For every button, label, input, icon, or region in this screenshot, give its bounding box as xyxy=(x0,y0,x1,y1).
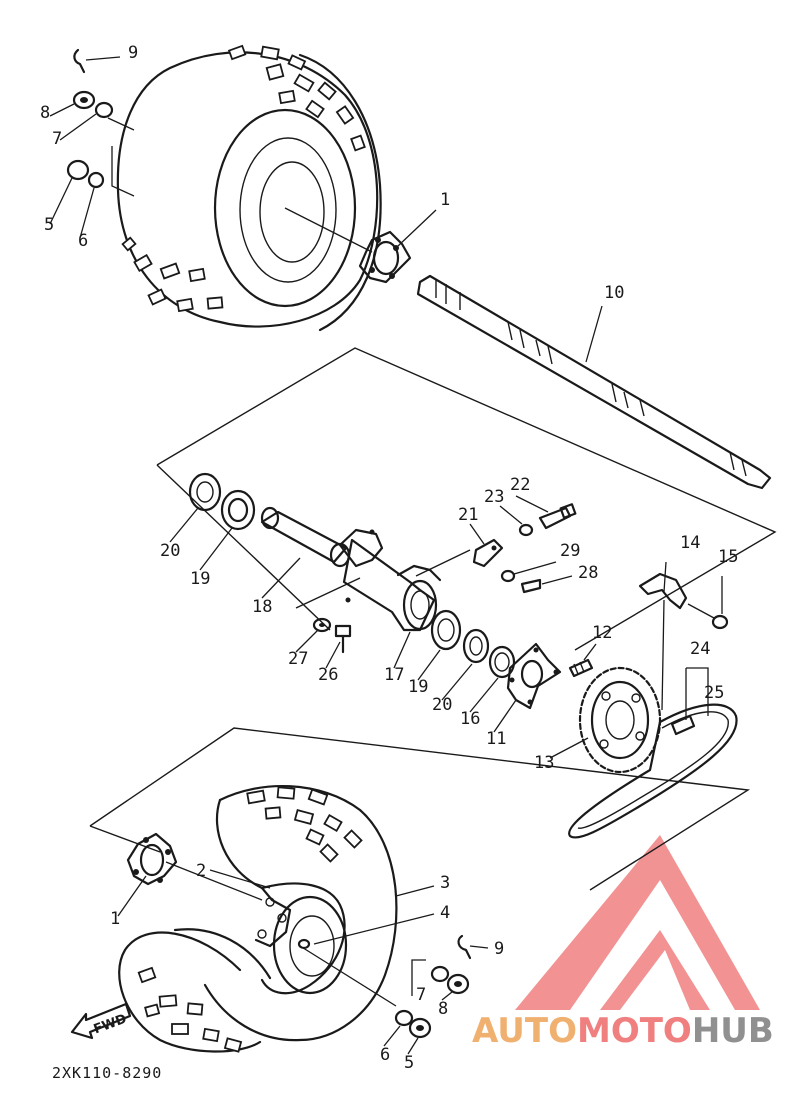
chain-guide xyxy=(638,561,729,711)
callout-c25: 25 xyxy=(704,683,724,703)
callout-c5b: 5 xyxy=(404,1053,414,1073)
rear-axle xyxy=(416,274,772,490)
watermark-moto: MOTO xyxy=(577,1011,692,1051)
callout-c9a: 9 xyxy=(128,43,138,63)
spacer-tube xyxy=(260,506,351,599)
callout-c24: 24 xyxy=(690,639,710,659)
callout-c10: 10 xyxy=(604,283,624,303)
watermark-logo-icon xyxy=(515,835,760,1010)
brake-bracket-hardware xyxy=(469,495,577,594)
callout-c3: 3 xyxy=(440,873,450,893)
callout-c19b: 19 xyxy=(408,677,428,697)
callout-c29: 29 xyxy=(560,541,580,561)
callout-c26: 26 xyxy=(318,665,338,685)
callout-c15: 15 xyxy=(718,547,738,567)
callout-c6a: 6 xyxy=(78,231,88,251)
seal-and-bearing-left xyxy=(169,472,256,571)
hub-upper xyxy=(284,207,437,284)
callout-c21: 21 xyxy=(458,505,478,525)
callout-c9b: 9 xyxy=(494,939,504,959)
callout-c1b: 1 xyxy=(110,909,120,929)
watermark-hub: HUB xyxy=(692,1011,774,1051)
wheel-lower xyxy=(118,784,435,1053)
seal-and-bearing-right xyxy=(417,609,516,713)
callout-c14: 14 xyxy=(680,533,700,553)
hardware-lower-right xyxy=(297,934,489,1055)
axle-housing xyxy=(295,528,471,669)
lower-plane-left xyxy=(89,825,161,853)
drawing-code: 2XK110-8290 xyxy=(52,1064,162,1082)
watermark-auto: AUTO xyxy=(472,1011,577,1051)
forward-arrow-icon: FWD xyxy=(70,1002,132,1040)
callout-c8b: 8 xyxy=(438,999,448,1019)
hardware-upper-left xyxy=(49,48,135,239)
callout-c11: 11 xyxy=(486,729,506,749)
wheel-upper xyxy=(116,44,382,332)
stud-bolts xyxy=(568,643,597,678)
watermark-text: AUTOMOTOHUB xyxy=(472,1011,774,1051)
drive-sprocket xyxy=(549,666,662,774)
callout-c20b: 20 xyxy=(432,695,452,715)
callout-c4: 4 xyxy=(440,903,450,923)
callout-c22: 22 xyxy=(510,475,530,495)
callout-c5a: 5 xyxy=(44,215,54,235)
drive-chain xyxy=(568,667,738,839)
lower-assembly-plane xyxy=(89,727,751,891)
callout-c16: 16 xyxy=(460,709,480,729)
callout-c8a: 8 xyxy=(40,103,50,123)
callout-c13: 13 xyxy=(534,753,554,773)
callout-c18: 18 xyxy=(252,597,272,617)
callout-c2: 2 xyxy=(196,861,206,881)
callout-c20a: 20 xyxy=(160,541,180,561)
upper-assembly-plane xyxy=(156,347,777,651)
callout-c23: 23 xyxy=(484,487,504,507)
callout-c12: 12 xyxy=(592,623,612,643)
upper-plane-left xyxy=(156,464,331,631)
bolt-and-washer-housing xyxy=(295,617,352,669)
callout-c17: 17 xyxy=(384,665,404,685)
callout-c7b: 7 xyxy=(416,985,426,1005)
callout-c6b: 6 xyxy=(380,1045,390,1065)
callout-c28: 28 xyxy=(578,563,598,583)
hub-lower xyxy=(117,832,263,917)
callout-c1a: 1 xyxy=(440,190,450,210)
callout-c19a: 19 xyxy=(190,569,210,589)
callout-c7a: 7 xyxy=(52,129,62,149)
callout-c27: 27 xyxy=(288,649,308,669)
sprocket-hub xyxy=(493,642,562,733)
